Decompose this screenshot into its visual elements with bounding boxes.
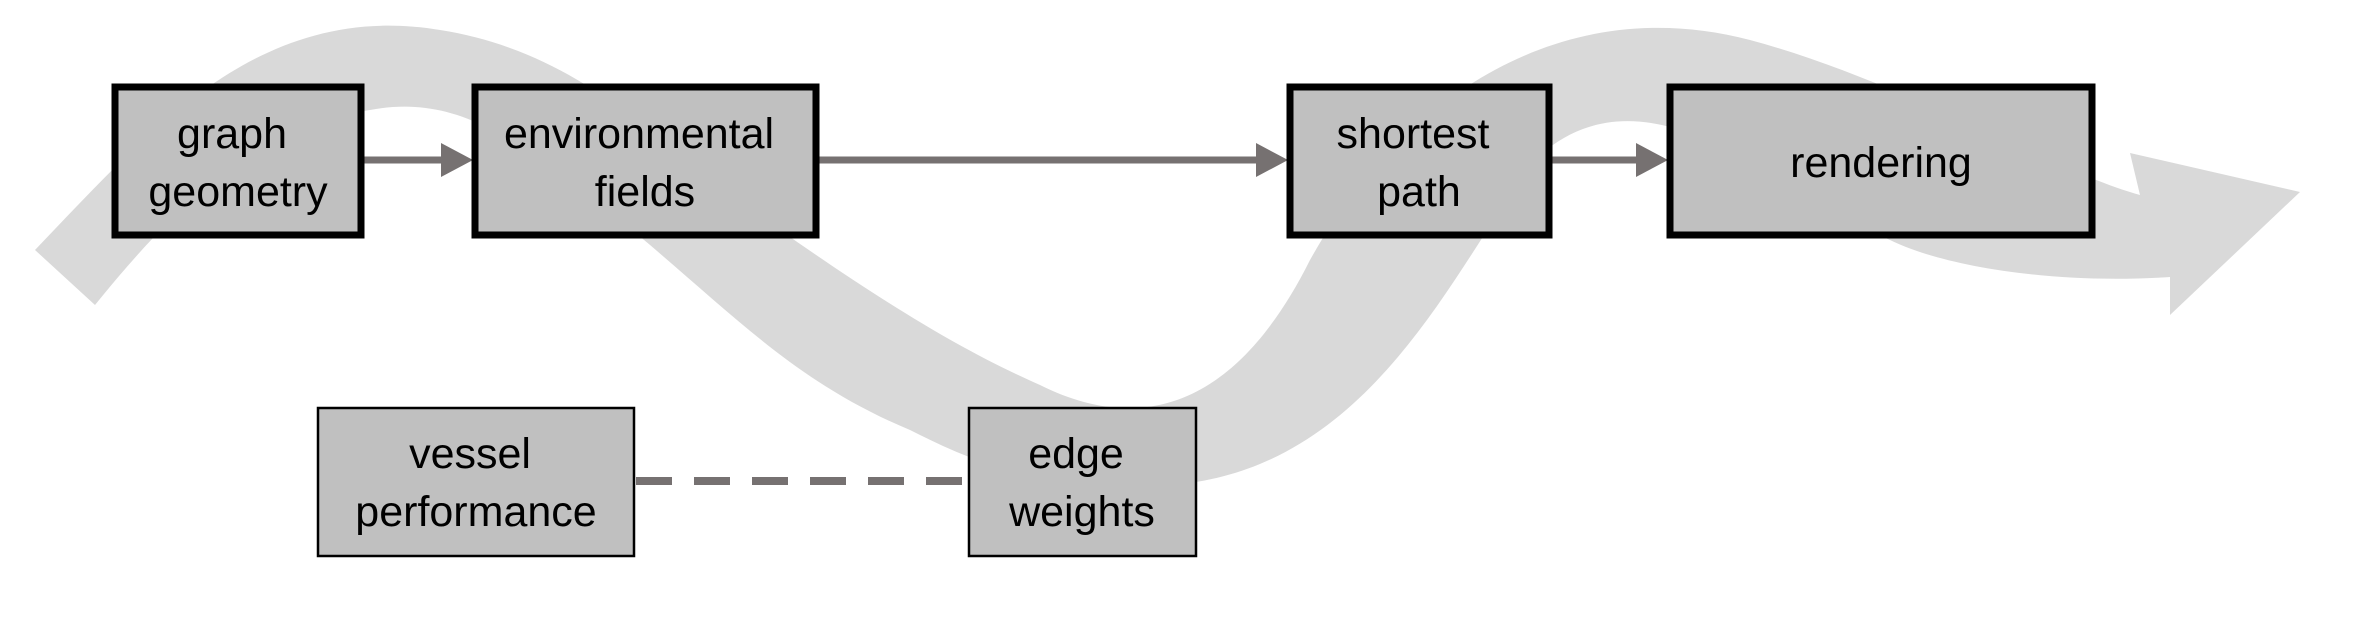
arrow-environmental-fields-to-shortest-path	[818, 143, 1288, 177]
node-label: environmental fields	[504, 110, 786, 216]
node-edge-weights: edge weights	[967, 406, 1198, 558]
node-graph-geometry: graph geometry	[111, 83, 365, 239]
node-label: shortest path	[1337, 110, 1502, 216]
node-environmental-fields: environmental fields	[471, 83, 820, 239]
node-label: rendering	[1790, 139, 1972, 187]
node-label: vessel performance	[355, 430, 596, 536]
node-rendering: rendering	[1666, 83, 2096, 239]
arrow-graph-geometry-to-environmental-fields	[363, 143, 473, 177]
node-shortest-path: shortest path	[1286, 83, 1553, 239]
arrow-shortest-path-to-rendering	[1551, 143, 1668, 177]
node-label: graph geometry	[148, 110, 328, 216]
node-vessel-performance: vessel performance	[316, 406, 636, 558]
node-label: edge weights	[1008, 430, 1155, 536]
